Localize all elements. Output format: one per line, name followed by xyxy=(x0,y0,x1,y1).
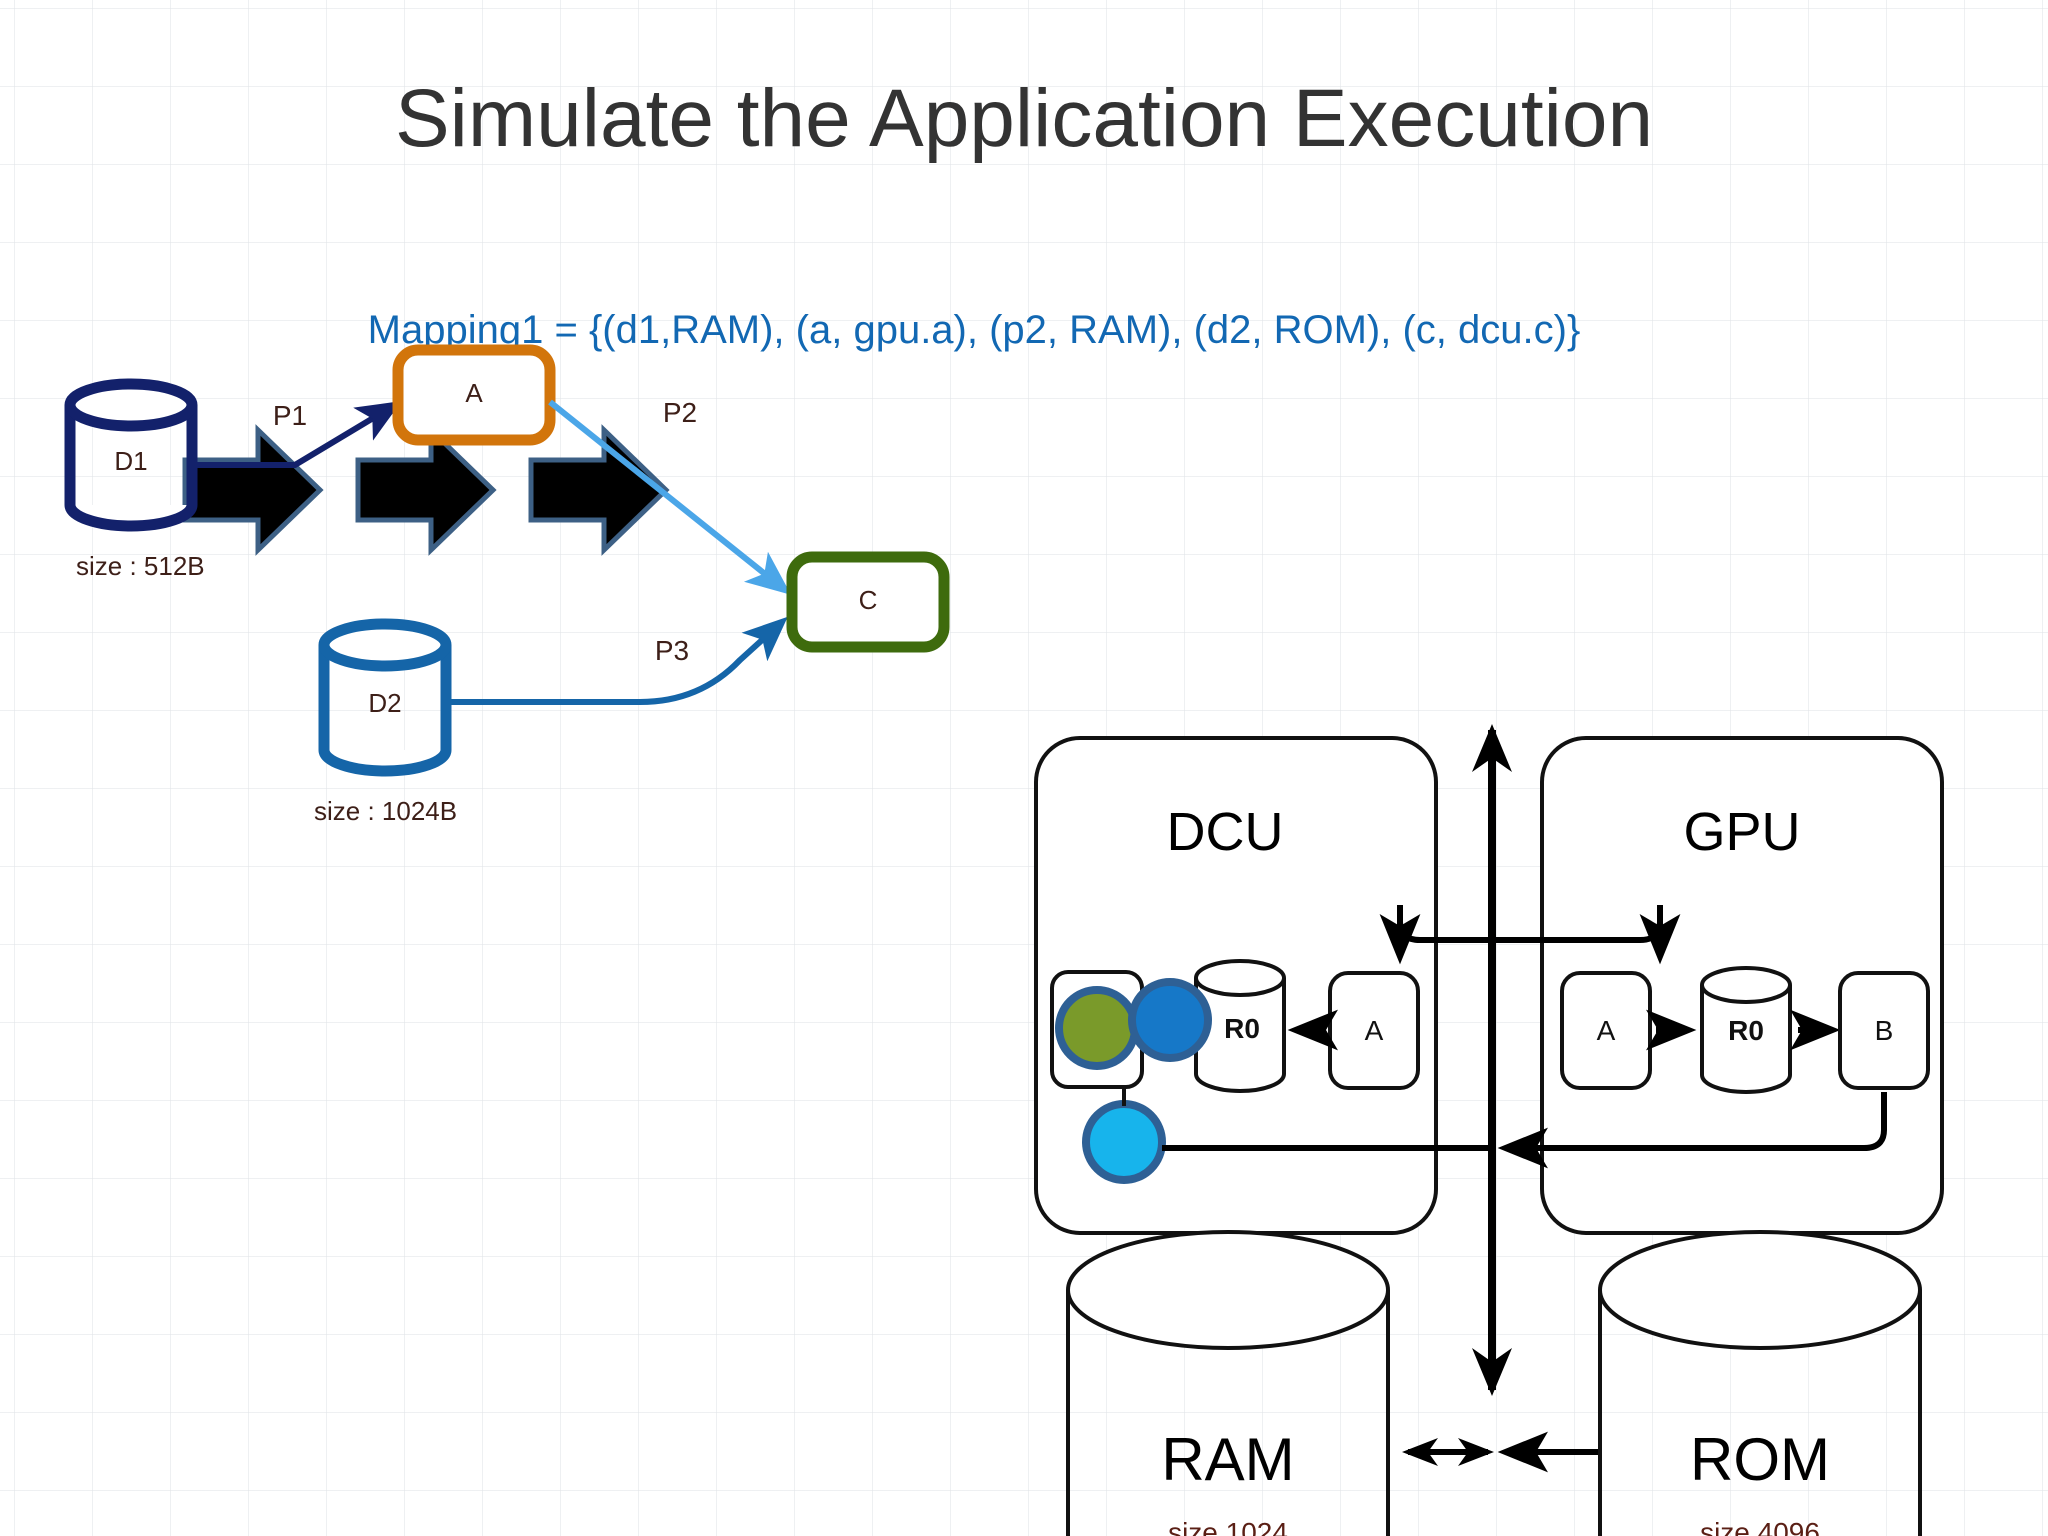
memory-rom-size: size 4096 xyxy=(1700,1517,1820,1536)
dcu-register-r0-label: R0 xyxy=(1224,1013,1260,1044)
edge-p1 xyxy=(192,400,402,468)
system-bus-arrow-down xyxy=(1472,1348,1512,1396)
data-node-d1-size: size : 512B xyxy=(76,551,205,581)
task-node-a[interactable]: A xyxy=(392,344,556,446)
dcu-block-a-label: A xyxy=(1365,1015,1384,1046)
data-node-d1-label: D1 xyxy=(114,446,147,476)
execution-arrow-2 xyxy=(355,424,497,556)
memory-rom-label: ROM xyxy=(1690,1426,1830,1493)
dcu-register-r0[interactable]: R0 xyxy=(1194,959,1286,1093)
edge-p1-label: P1 xyxy=(273,400,307,431)
unit-gpu-label: GPU xyxy=(1683,802,1800,862)
memory-ram-label: RAM xyxy=(1161,1426,1294,1493)
memory-ram[interactable]: RAM size 1024 xyxy=(1066,1230,1390,1536)
ram-bus-arrow-left xyxy=(1402,1438,1438,1466)
gpu-register-r0-label: R0 xyxy=(1728,1015,1764,1046)
task-node-c[interactable]: C xyxy=(786,551,950,653)
mapping-caption: Mapping1 = {(d1,RAM), (a, gpu.a), (p2, R… xyxy=(367,308,1581,352)
ram-bus-arrow-right xyxy=(1458,1438,1494,1466)
token-olive-icon[interactable] xyxy=(1055,986,1139,1070)
system-bus-arrow-up xyxy=(1472,724,1512,772)
data-node-d1[interactable]: D1 xyxy=(64,378,198,532)
gpu-block-a[interactable]: A xyxy=(1560,971,1652,1090)
unit-dcu-label: DCU xyxy=(1167,802,1284,862)
edge-p2 xyxy=(548,399,792,595)
memory-rom[interactable]: ROM size 4096 xyxy=(1598,1230,1922,1536)
edge-p3 xyxy=(446,616,788,705)
application-task-graph: D1 size : 512B D2 size : 1024B P1 A P2 P… xyxy=(64,344,950,826)
gpu-block-a-label: A xyxy=(1597,1015,1616,1046)
data-node-d2-size: size : 1024B xyxy=(314,796,457,826)
gpu-b-return-path xyxy=(1540,1092,1887,1151)
gpu-block-b[interactable]: B xyxy=(1838,971,1930,1090)
data-node-d2[interactable]: D2 xyxy=(318,618,452,777)
token-blue-icon[interactable] xyxy=(1128,978,1212,1062)
execution-arrow-1 xyxy=(182,424,324,556)
memory-ram-size: size 1024 xyxy=(1168,1517,1288,1536)
token-cyan-icon[interactable] xyxy=(1082,1100,1166,1184)
data-node-d2-label: D2 xyxy=(368,688,401,718)
page-title: Simulate the Application Execution xyxy=(394,73,1654,164)
task-node-c-label: C xyxy=(859,585,878,615)
dcu-block-a[interactable]: A xyxy=(1328,971,1420,1090)
platform-architecture: DCU R0 A GPU A R0 xyxy=(1034,724,1944,1536)
edge-p2-label: P2 xyxy=(663,397,697,428)
gpu-register-r0[interactable]: R0 xyxy=(1700,966,1792,1094)
gpu-block-b-label: B xyxy=(1875,1015,1894,1046)
edge-p3-label: P3 xyxy=(655,635,689,666)
task-node-a-label: A xyxy=(465,378,483,408)
execution-arrow-3 xyxy=(528,424,670,556)
